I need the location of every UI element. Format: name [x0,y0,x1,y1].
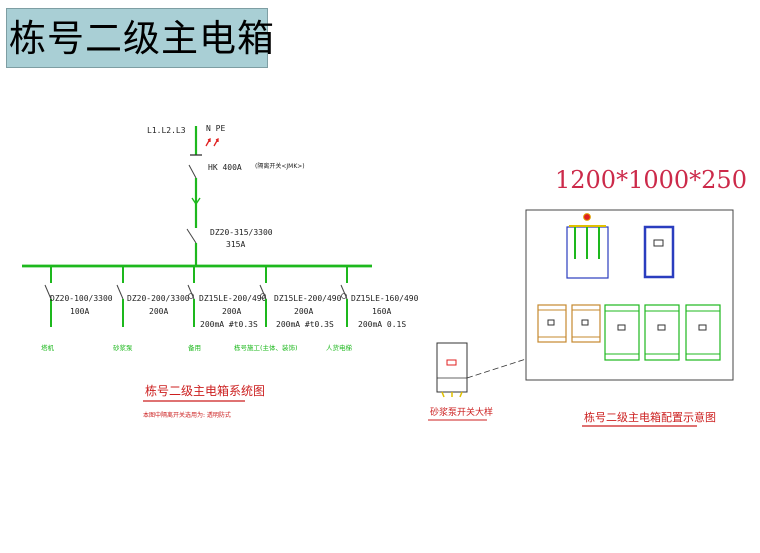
branch-4-leakage: 200mA #t0.3S [276,320,334,329]
leakage-breaker-3-box [685,304,721,361]
enclosure-dimensions: 1200*1000*250 [555,166,747,194]
main-breaker-rating: 315A [226,240,245,249]
title-box: 栋号二级主电箱 [6,8,274,68]
branch-5-rating: 160A [372,307,391,316]
branch-5-model: DZ15LE-160/490 [351,294,419,303]
leakage-breaker-1-box [604,304,640,361]
enclosure-layout: 1200*1000*250 栋号二级主电箱 [525,166,747,427]
branch-4-rating: 200A [294,307,313,316]
page-title: 栋号二级主电箱 [9,17,275,60]
indicator-lamp-icon [583,213,591,221]
main-breaker-model: DZ20-315/3300 [210,228,273,237]
leakage-relay-icon [341,293,347,299]
branch-2: DZ20-200/3300 200A 砂浆泵 [113,266,190,352]
branch-1-rating: 100A [70,307,89,316]
branch-1-model: DZ20-100/3300 [50,294,113,303]
branch-3: DZ15LE-200/490 200A 200mA #t0.3S 备用 [187,266,267,352]
n-arrow-icon [205,137,211,147]
branch-1: DZ20-100/3300 100A 塔机 [41,266,113,352]
main-breaker-blade [186,228,197,244]
layout-caption: 栋号二级主电箱配置示意图 [584,410,716,424]
leakage-relay-icon [188,293,194,299]
system-caption: 栋号二级主电箱系统图 [145,383,265,398]
main-breaker-box [644,226,674,278]
branch-3-model: DZ15LE-200/490 [199,294,267,303]
pump-switch-detail: 砂浆泵开关大样 [428,338,589,421]
branch-breaker-2-box [571,304,601,343]
branch-breaker-1-box [537,304,567,343]
leakage-relay-icon [260,293,266,299]
system-note: 本图中隔离开关选用为: 透明防式 [143,411,231,419]
branch-2-rating: 200A [149,307,168,316]
main-switch-blade [188,164,197,179]
branch-1-load: 塔机 [41,343,55,352]
incoming-n-pe-label: N PE [206,124,225,133]
system-diagram: L1.L2.L3 N PE HK 400A (隔离开关<JMK>) DZ20-3… [22,124,419,419]
breaker-handle-icon [653,239,664,247]
branch-2-load: 砂浆泵 [113,343,133,352]
pump-switch-box [436,342,468,393]
switch-handle-icon [446,359,457,366]
cable-outlet-icon [441,391,463,398]
down-arrow-icon [191,197,201,206]
branch-4-model: DZ15LE-200/490 [274,294,342,303]
branch-3-load: 备用 [188,343,201,352]
main-switch-note: (隔离开关<JMK>) [255,162,305,170]
branch-3-leakage: 200mA #t0.3S [200,320,258,329]
leakage-breaker-2-box [644,304,680,361]
pe-arrow-icon [213,137,219,147]
branch-5-leakage: 200mA 0.1S [358,320,406,329]
branch-3-rating: 200A [222,307,241,316]
detail-caption: 砂浆泵开关大样 [430,406,493,418]
incoming-phases-label: L1.L2.L3 [147,126,186,135]
branch-2-model: DZ20-200/3300 [127,294,190,303]
branch-5: DZ15LE-160/490 160A 200mA 0.1S 人货电梯 [326,266,419,352]
main-switch-label: HK 400A [208,163,242,172]
branch-4-load: 栋号施工(主体、装饰) [234,343,298,352]
branch-4: DZ15LE-200/490 200A 200mA #t0.3S 栋号施工(主体… [234,266,342,352]
branch-5-load: 人货电梯 [326,343,353,352]
